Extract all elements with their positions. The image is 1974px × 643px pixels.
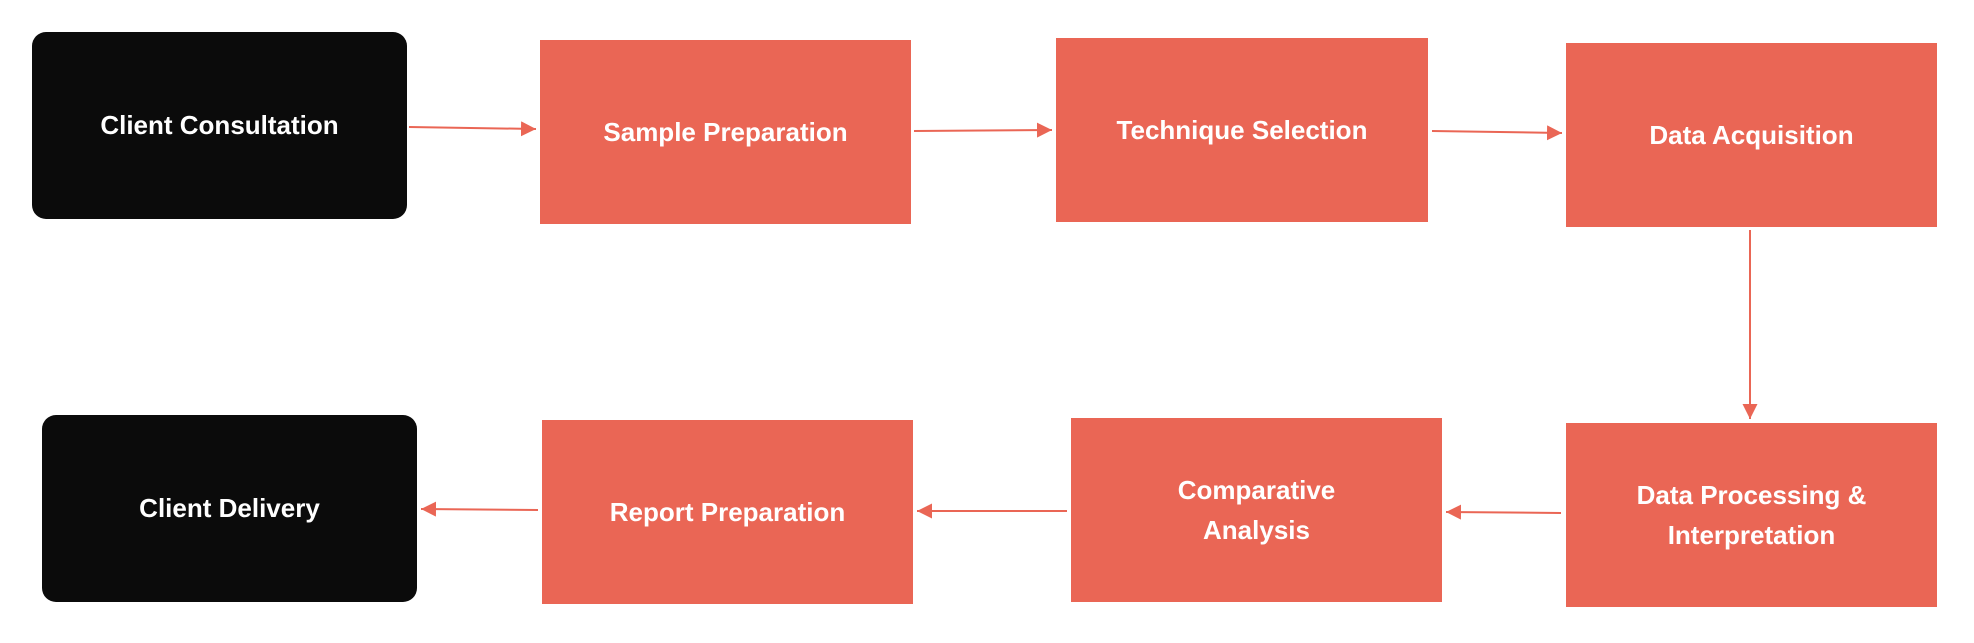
- start-node-client-consultation: Client Consultation: [32, 32, 407, 219]
- node-label: Client Consultation: [100, 110, 339, 141]
- step-data-acquisition: Data Acquisition: [1566, 43, 1937, 227]
- arrow-sample-prep-to-technique: [913, 122, 1053, 138]
- arrow-report-to-delivery: [420, 501, 539, 517]
- node-label: Comparative Analysis: [1177, 474, 1336, 545]
- step-data-processing-interpretation: Data Processing & Interpretation: [1566, 423, 1937, 607]
- node-label: Report Preparation: [609, 496, 846, 527]
- arrow-technique-to-acquisition: [1431, 125, 1563, 141]
- step-comparative-analysis: Comparative Analysis: [1071, 418, 1442, 602]
- step-technique-selection: Technique Selection: [1056, 38, 1428, 222]
- end-node-client-delivery: Client Delivery: [42, 415, 417, 602]
- step-report-preparation: Report Preparation: [542, 420, 913, 604]
- node-label: Technique Selection: [1116, 114, 1368, 145]
- step-sample-preparation: Sample Preparation: [540, 40, 911, 224]
- node-label: Data Processing & Interpretation: [1636, 479, 1867, 550]
- node-label: Client Delivery: [139, 493, 320, 524]
- arrow-processing-to-comparative: [1445, 504, 1562, 520]
- node-label: Sample Preparation: [603, 116, 848, 147]
- node-label: Data Acquisition: [1649, 119, 1854, 150]
- arrow-consultation-to-sample-prep: [408, 121, 537, 137]
